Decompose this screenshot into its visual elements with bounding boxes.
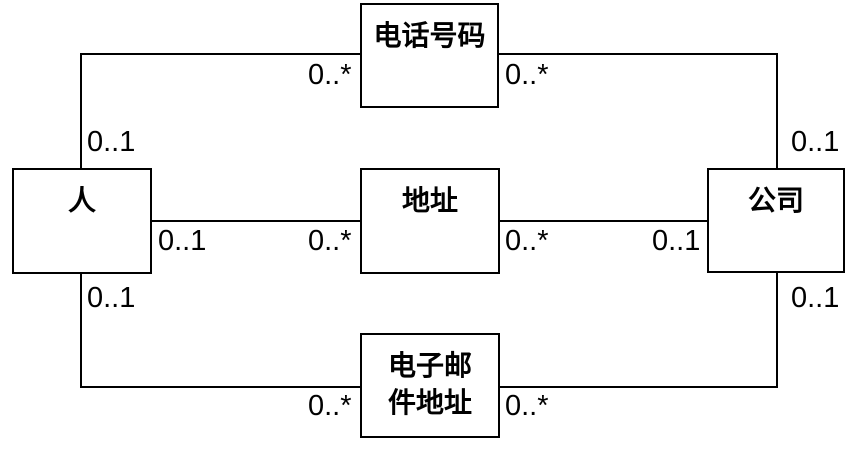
entity-person-label: 人 <box>67 185 96 216</box>
multiplicity-company-email-at-company: 0..1 <box>791 282 840 314</box>
entity-email-address-label: 电子邮 件地址 <box>387 350 472 418</box>
multiplicity-person-email-at-person: 0..1 <box>87 282 136 314</box>
link-person-address-segment <box>151 220 361 222</box>
entity-phone-number-label: 电话号码 <box>373 20 486 51</box>
multiplicity-company-address-at-address: 0..* <box>505 225 549 257</box>
entity-phone-number: 电话号码 <box>360 3 499 108</box>
multiplicity-company-phone-at-phone: 0..* <box>505 59 549 91</box>
link-company-email-horizontal-segment <box>499 386 778 388</box>
entity-person: 人 <box>12 168 152 274</box>
link-person-email-vertical-segment <box>80 273 82 388</box>
multiplicity-person-address-at-person: 0..1 <box>158 225 207 257</box>
multiplicity-company-phone-at-company: 0..1 <box>791 126 840 158</box>
multiplicity-person-phone-at-phone: 0..* <box>308 59 352 91</box>
link-person-email-horizontal-segment <box>80 386 361 388</box>
link-company-email-vertical-segment <box>776 272 778 388</box>
entity-company-label: 公司 <box>747 185 804 216</box>
multiplicity-person-email-at-email: 0..* <box>308 390 352 422</box>
multiplicity-company-email-at-email: 0..* <box>505 390 549 422</box>
entity-email-address: 电子邮 件地址 <box>360 333 500 438</box>
multiplicity-company-address-at-company: 0..1 <box>652 225 701 257</box>
link-person-phone-vertical-segment <box>80 53 82 169</box>
link-company-phone-vertical-segment <box>776 53 778 169</box>
multiplicity-person-address-at-address: 0..* <box>308 225 352 257</box>
multiplicity-person-phone-at-person: 0..1 <box>87 126 136 158</box>
entity-address: 地址 <box>360 168 500 274</box>
entity-company: 公司 <box>707 168 845 273</box>
link-address-company-segment <box>499 220 708 222</box>
link-person-phone-horizontal-segment <box>80 53 361 55</box>
entity-address-label: 地址 <box>401 185 458 216</box>
link-company-phone-horizontal-segment <box>498 53 778 55</box>
